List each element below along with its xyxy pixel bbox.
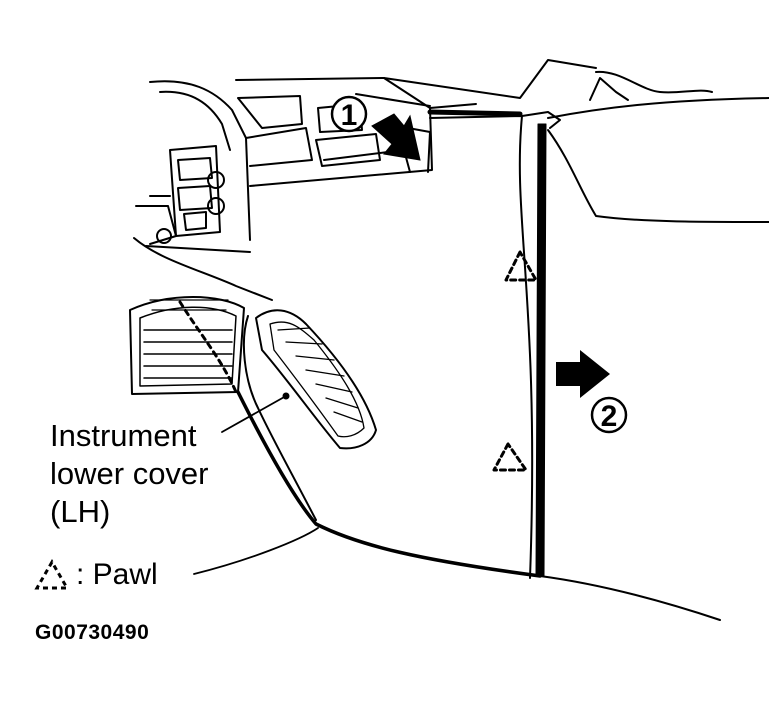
brake-pedal <box>129 296 245 395</box>
pawl-leader-line <box>193 527 319 575</box>
dashboard-mechanism <box>133 77 477 301</box>
callout-2: 2 <box>590 396 628 434</box>
cover-leader-line <box>221 395 287 433</box>
arrow-right-icon <box>556 350 610 398</box>
pawl-marker-icon <box>492 442 528 472</box>
dashboard-upper-panel <box>383 59 769 223</box>
instrument-lower-cover-label: Instrument lower cover (LH) <box>50 418 209 529</box>
callout-2-number: 2 <box>601 400 618 433</box>
instrument-lower-cover <box>236 109 721 621</box>
pawl-legend: : Pawl <box>34 557 158 593</box>
arrow-right-icon <box>371 113 421 161</box>
dashed-triangle-icon <box>34 559 70 590</box>
callout-1: 1 <box>330 95 368 133</box>
accelerator-pedal <box>242 309 377 521</box>
callout-1-number: 1 <box>341 99 358 132</box>
pawl-marker-icon <box>504 250 538 282</box>
pawl-legend-text: : Pawl <box>76 558 158 591</box>
figure-code: G00730490 <box>35 621 150 644</box>
